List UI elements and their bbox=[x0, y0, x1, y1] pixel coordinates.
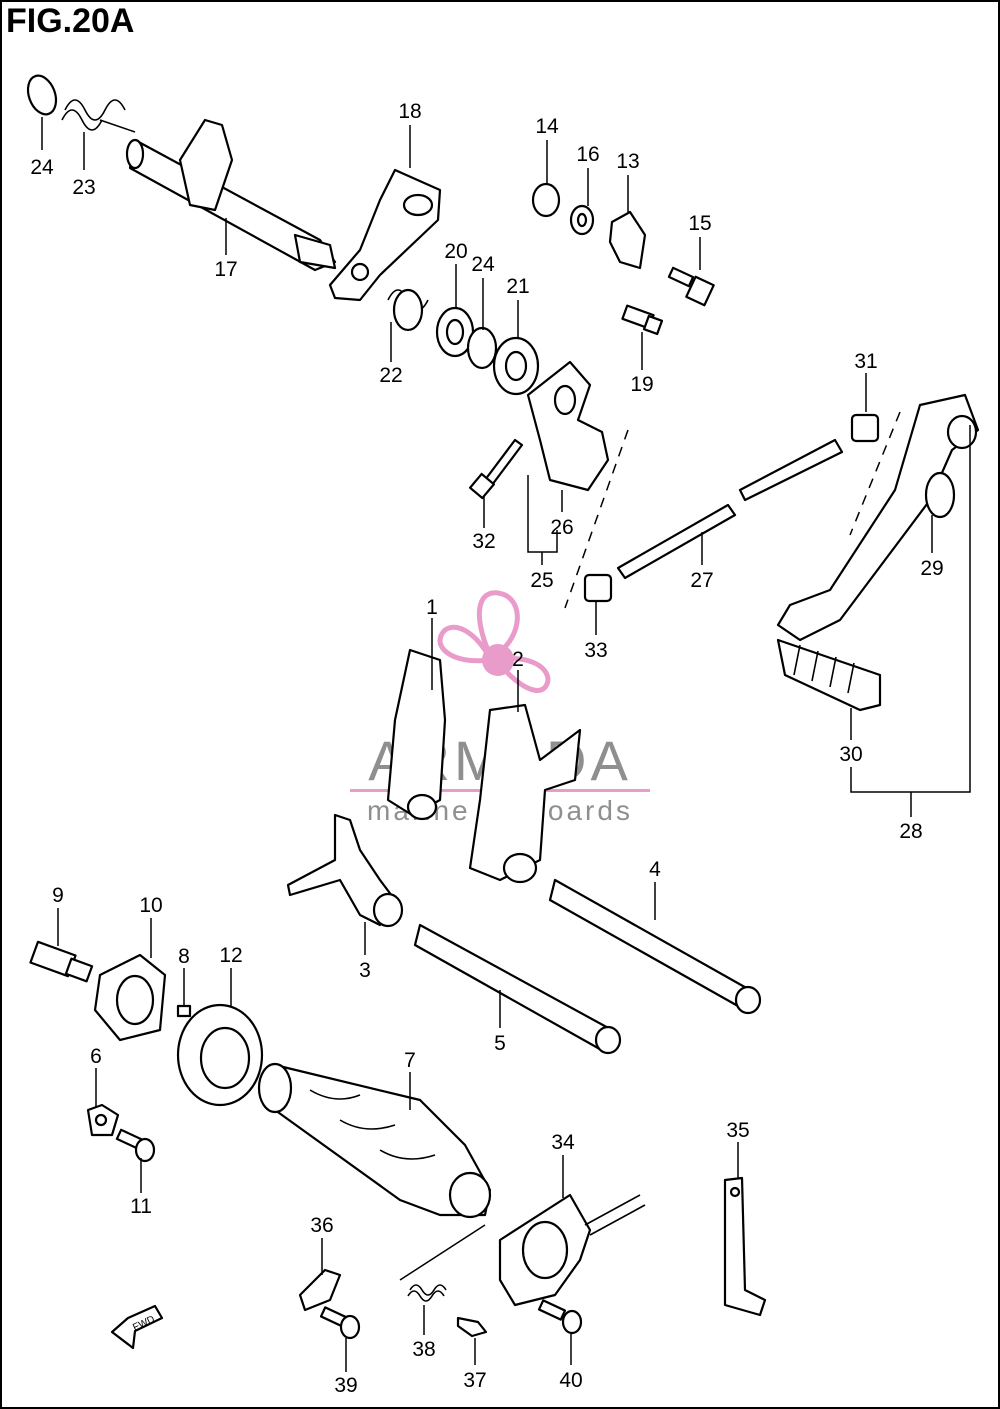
part-17-shift-shaft bbox=[125, 118, 337, 272]
callout-37: 37 bbox=[463, 1369, 486, 1392]
part-15-bolt bbox=[667, 266, 715, 307]
callout-8: 8 bbox=[178, 945, 190, 968]
callout-2: 2 bbox=[512, 648, 524, 671]
part-10-cam-stopper bbox=[93, 953, 167, 1042]
callout-29: 29 bbox=[920, 557, 943, 580]
callout-19: 19 bbox=[630, 373, 653, 396]
part-8-pin bbox=[176, 1004, 192, 1018]
part-23-spring bbox=[61, 99, 126, 131]
part-40-screw bbox=[537, 1299, 583, 1335]
callout-5: 5 bbox=[494, 1032, 506, 1055]
callout-40: 40 bbox=[559, 1369, 582, 1392]
part-7-gearshift-cam bbox=[257, 1062, 492, 1219]
callout-24b: 24 bbox=[471, 253, 495, 276]
callout-21: 21 bbox=[506, 275, 529, 298]
part-3-shift-fork bbox=[286, 813, 404, 928]
part-13-plate bbox=[608, 210, 647, 270]
callout-31: 31 bbox=[854, 350, 877, 373]
callout-30: 30 bbox=[839, 743, 862, 766]
part-34-switch bbox=[498, 1193, 646, 1307]
part-28-pedal bbox=[776, 393, 980, 642]
callout-15: 15 bbox=[688, 212, 711, 235]
callout-24a: 24 bbox=[30, 156, 54, 179]
part-12-bearing bbox=[176, 1003, 264, 1107]
part-24-circlip-b bbox=[466, 326, 498, 370]
callout-33: 33 bbox=[584, 639, 607, 662]
part-18-shift-arm bbox=[328, 168, 442, 302]
callout-36: 36 bbox=[310, 1214, 333, 1237]
part-39-screw bbox=[319, 1306, 361, 1340]
part-27-shift-rod bbox=[616, 438, 844, 580]
callout-11: 11 bbox=[130, 1195, 152, 1218]
part-4-fork-rod bbox=[548, 878, 762, 1015]
part-19-pin bbox=[621, 304, 664, 336]
part-6-stopper-plate bbox=[86, 1103, 120, 1137]
figure-title: FIG.20A bbox=[6, 2, 135, 40]
callout-32: 32 bbox=[472, 530, 495, 553]
callout-39: 39 bbox=[334, 1374, 357, 1397]
part-9-pin bbox=[29, 940, 94, 983]
part-38-spring bbox=[407, 1284, 447, 1302]
callout-labels: 24 23 17 18 14 16 13 15 20 24 21 22 19 3… bbox=[30, 100, 943, 1397]
part-26-lever-clamp bbox=[526, 360, 610, 492]
fwd-arrow-icon: FWD bbox=[110, 1304, 164, 1350]
callout-4: 4 bbox=[649, 858, 661, 881]
callout-38: 38 bbox=[412, 1338, 435, 1361]
part-37-pin bbox=[456, 1316, 488, 1338]
part-5-fork-rod bbox=[413, 923, 622, 1055]
callout-17: 17 bbox=[214, 258, 237, 281]
callout-7: 7 bbox=[404, 1049, 416, 1072]
part-29-pivot bbox=[924, 471, 956, 519]
part-36-plate bbox=[298, 1268, 342, 1312]
callout-27: 27 bbox=[690, 569, 713, 592]
callout-35: 35 bbox=[726, 1119, 749, 1142]
callout-34: 34 bbox=[551, 1131, 575, 1154]
part-2-shift-fork bbox=[468, 703, 582, 884]
callout-14: 14 bbox=[535, 115, 559, 138]
leader-lines bbox=[41, 117, 971, 1372]
part-14-spring-clip bbox=[531, 182, 561, 218]
part-22-spring bbox=[387, 288, 429, 332]
part-32-bolt bbox=[468, 438, 524, 500]
part-33-nut bbox=[583, 573, 613, 603]
part-35-clamp bbox=[723, 1176, 767, 1317]
callout-20: 20 bbox=[444, 240, 467, 263]
part-30-pedal-rubber bbox=[776, 638, 882, 712]
part-11-screw bbox=[115, 1128, 156, 1163]
part-20-washer bbox=[435, 306, 475, 358]
propeller-logo-icon bbox=[437, 590, 551, 693]
part-24-circlip bbox=[26, 74, 58, 116]
callout-16: 16 bbox=[576, 143, 599, 166]
callout-12: 12 bbox=[219, 944, 242, 967]
callout-18: 18 bbox=[398, 100, 421, 123]
callout-26: 26 bbox=[550, 516, 573, 539]
callout-3: 3 bbox=[359, 959, 371, 982]
callout-25: 25 bbox=[530, 569, 553, 592]
part-21-oil-seal bbox=[492, 336, 540, 396]
guide-lines bbox=[99, 119, 901, 1281]
callout-6: 6 bbox=[90, 1045, 102, 1068]
callout-13: 13 bbox=[616, 150, 639, 173]
part-31-nut bbox=[850, 413, 880, 443]
callout-22: 22 bbox=[379, 364, 402, 387]
part-1-shift-fork bbox=[386, 648, 447, 821]
callout-9: 9 bbox=[52, 884, 64, 907]
part-16-washer bbox=[569, 204, 595, 236]
callout-10: 10 bbox=[139, 894, 162, 917]
callout-28: 28 bbox=[899, 820, 922, 843]
callout-23: 23 bbox=[72, 176, 95, 199]
callout-1: 1 bbox=[426, 596, 438, 619]
